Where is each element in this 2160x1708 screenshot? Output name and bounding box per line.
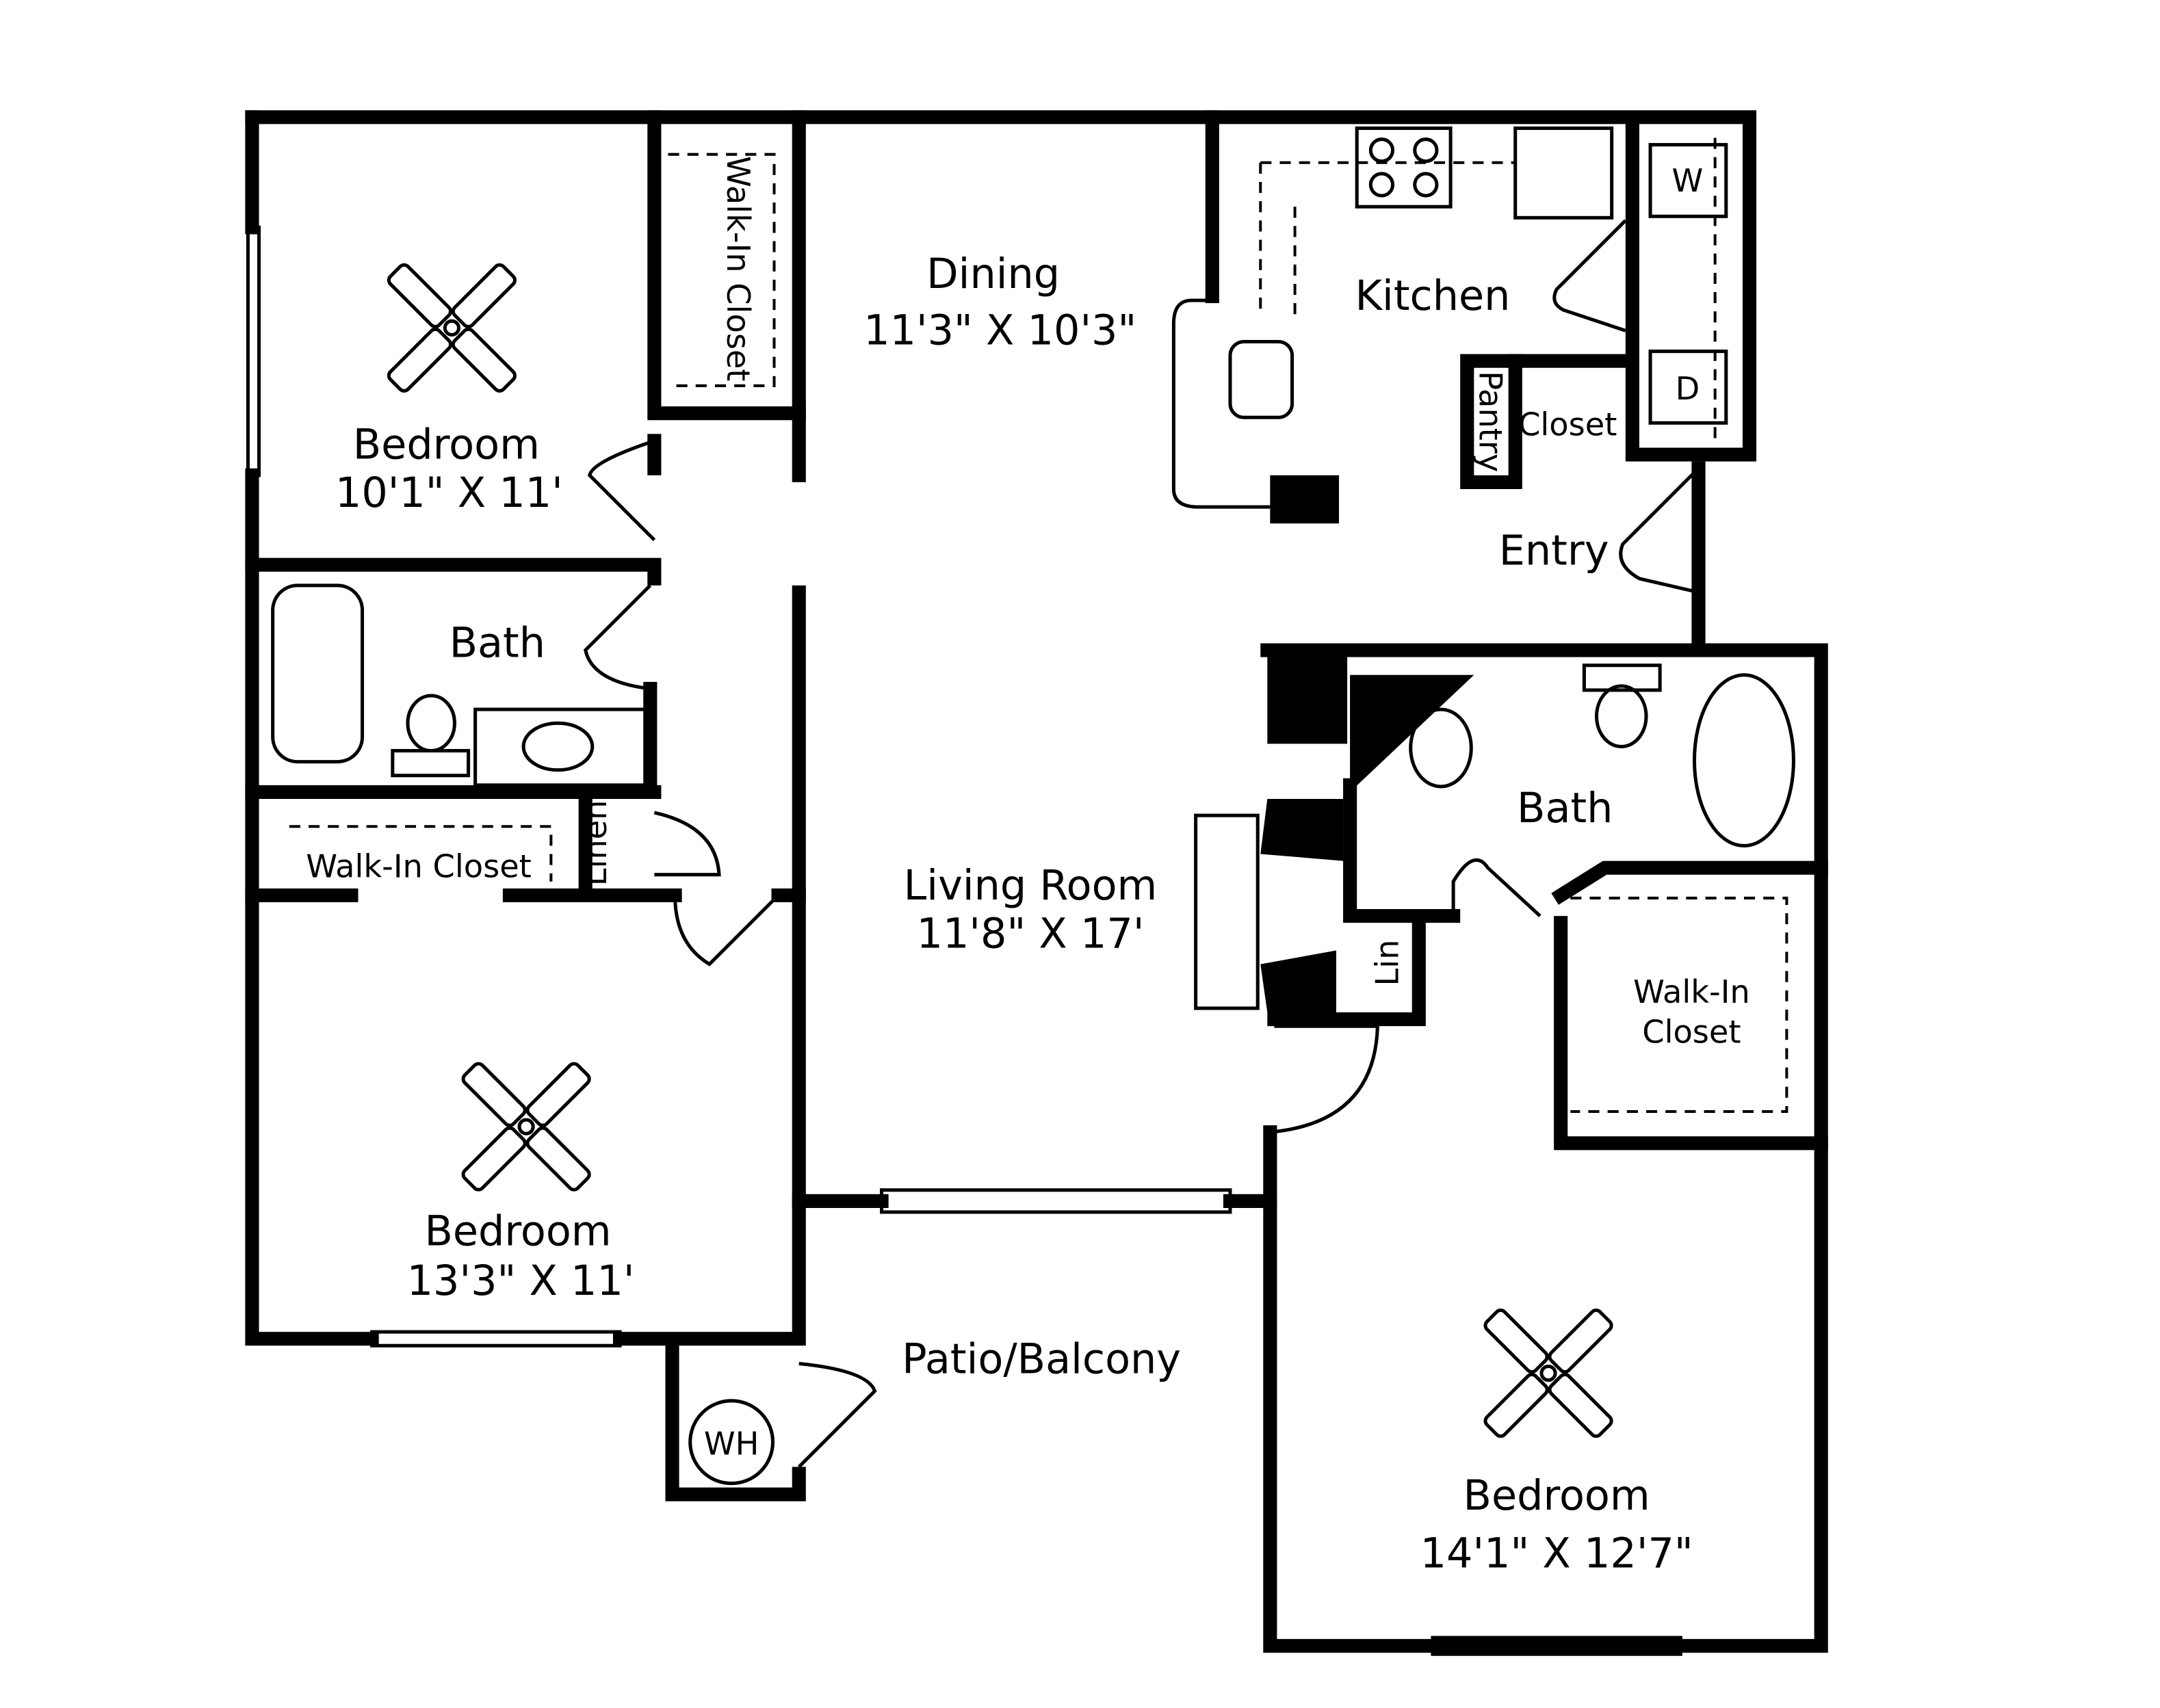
ceiling-fan-icon [1483,1308,1613,1438]
bedroom2-label: Bedroom [424,1207,611,1255]
doors [583,219,1700,1469]
bedroom1-label: Bedroom [353,421,540,469]
bedroom3-label: Bedroom [1463,1472,1650,1520]
living-room-label: Living Room [904,862,1158,910]
room-labels: Dining 11'3" X 10'3" Kitchen Walk-In Clo… [306,156,1749,1577]
dryer-label: D [1676,370,1700,407]
bath1-label: Bath [450,620,545,668]
living-room-size: 11'8" X 17' [917,910,1145,958]
dining-label: Dining [926,250,1060,298]
dining-size: 11'3" X 10'3" [863,307,1136,355]
bedroom1-size: 10'1" X 11' [335,469,563,517]
ceiling-fan-icons [387,263,1613,1438]
patio-label: Patio/Balcony [902,1336,1181,1384]
kitchen-label: Kitchen [1355,272,1510,320]
washer-label: W [1672,162,1704,199]
bath2-label: Bath [1517,785,1613,832]
bedroom2-closet-label: Walk-In Closet [306,848,532,885]
entry-label: Entry [1499,527,1609,575]
walls [245,110,1828,1653]
bedroom3-size: 14'1" X 12'7" [1420,1529,1693,1577]
pantry-label: Pantry [1472,371,1509,472]
bedroom2-size: 13'3" X 11' [407,1257,635,1305]
master-closet-label: Walk-In [1633,973,1750,1010]
bedroom1-closet-label: Walk-In Closet [720,156,757,382]
linen-label: Linen [577,800,614,886]
ceiling-fan-icon [461,1062,591,1192]
ceiling-fan-icon [387,263,517,393]
water-heater-label: WH [704,1425,759,1462]
fixtures [246,126,1795,1656]
lin-label: Lin [1369,940,1406,986]
closet-label: Closet [1518,406,1617,443]
master-closet-label-2: Closet [1642,1013,1741,1050]
